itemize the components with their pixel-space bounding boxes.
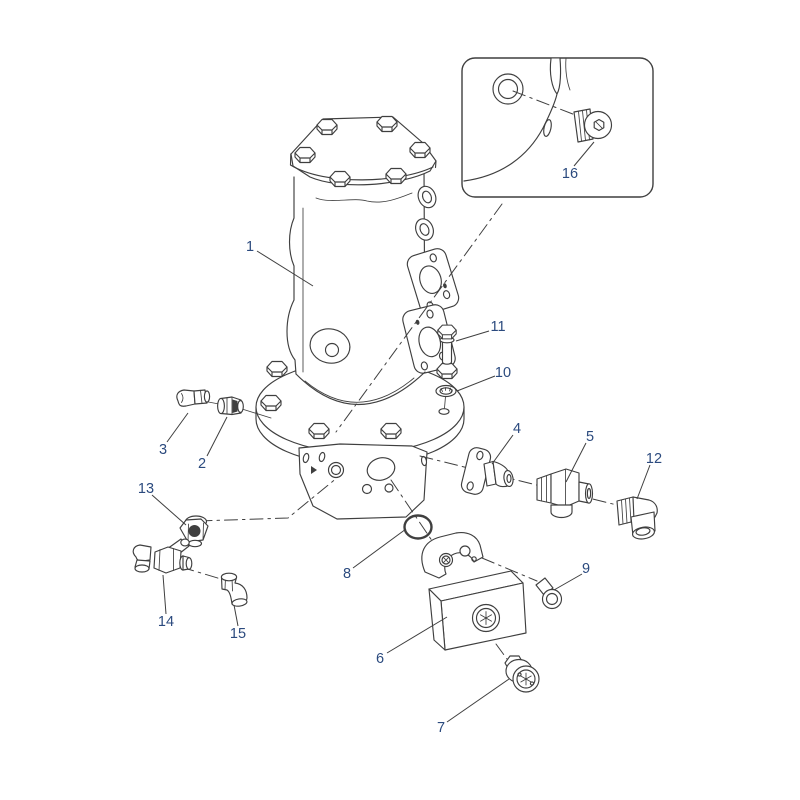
hex-bolt-icon bbox=[260, 394, 282, 412]
part-16-socket-plug bbox=[573, 108, 613, 143]
callout-leader-2 bbox=[206, 416, 228, 457]
part-13-hex-plug bbox=[179, 515, 209, 548]
callout-leader-6 bbox=[386, 616, 448, 654]
part-2-flange-link-line bbox=[241, 408, 272, 419]
body-cylinder bbox=[286, 167, 426, 375]
hex-bolt-icon bbox=[385, 167, 407, 185]
part-13-axis-line bbox=[198, 476, 339, 522]
hex-bolt-icon bbox=[436, 362, 458, 380]
hex-bolt-icon bbox=[316, 118, 338, 136]
callout-label-10: 10 bbox=[495, 365, 511, 381]
callout-leader-15 bbox=[233, 604, 239, 627]
part-14-tee-fitting bbox=[132, 538, 193, 574]
part-9-axis-line bbox=[481, 557, 538, 582]
hex-bolt-icon bbox=[329, 170, 351, 188]
cylinder-base-arc bbox=[295, 371, 426, 405]
inset-port-hole bbox=[492, 73, 524, 105]
inset-detail-box bbox=[461, 57, 654, 198]
inset-axis-line bbox=[512, 90, 579, 117]
callout-leader-12 bbox=[636, 464, 651, 500]
callout-leader-3 bbox=[166, 412, 189, 443]
callout-label-3: 3 bbox=[159, 442, 167, 458]
casting-edge-curve bbox=[463, 93, 558, 182]
cylinder-base-arc-inner bbox=[304, 377, 415, 403]
main-port-hole bbox=[366, 457, 396, 481]
callout-leader-10 bbox=[456, 375, 496, 392]
part-4-flange-adapter bbox=[460, 447, 514, 495]
index-mark bbox=[311, 466, 317, 474]
callout-label-1: 1 bbox=[246, 239, 254, 255]
callout-label-6: 6 bbox=[376, 651, 384, 667]
front-boss bbox=[309, 328, 351, 364]
hex-bolt-icon bbox=[437, 324, 457, 340]
hex-bolt-icon bbox=[409, 141, 431, 159]
casting-slot bbox=[549, 57, 562, 95]
part-8-o-ring bbox=[403, 514, 433, 540]
part-12-elbow-fitting bbox=[616, 496, 658, 540]
callout-label-11: 11 bbox=[490, 319, 505, 335]
callout-leader-13 bbox=[151, 494, 187, 526]
part-2-connector-fitting bbox=[217, 396, 244, 416]
callout-label-4: 4 bbox=[513, 421, 521, 437]
part-4-5-12-axis-line bbox=[419, 455, 638, 511]
part-15-elbow-fitting bbox=[220, 572, 248, 607]
part-6-axis-line bbox=[390, 479, 442, 555]
callout-label-5: 5 bbox=[586, 429, 594, 445]
callout-leader-14 bbox=[162, 574, 167, 615]
part-9-socket-head-screw bbox=[535, 577, 563, 610]
callout-leader-4 bbox=[491, 434, 514, 465]
part-5-union-fitting bbox=[536, 468, 594, 519]
callout-leader-1 bbox=[256, 250, 314, 287]
top-cap bbox=[289, 115, 437, 188]
inset-reference-line bbox=[335, 203, 503, 433]
hex-bolt-icon bbox=[266, 360, 288, 378]
hex-bolt-icon bbox=[294, 146, 316, 164]
lower-port-block bbox=[298, 443, 428, 520]
callout-label-15: 15 bbox=[230, 626, 246, 642]
callout-label-9: 9 bbox=[582, 561, 590, 577]
callout-leader-11 bbox=[455, 330, 490, 342]
callout-label-13: 13 bbox=[138, 481, 154, 497]
callout-label-8: 8 bbox=[343, 566, 351, 582]
part-6-valve-block bbox=[421, 531, 527, 651]
part-10-seal-washer bbox=[435, 384, 457, 415]
callout-label-14: 14 bbox=[158, 614, 174, 630]
main-assembly bbox=[255, 115, 465, 520]
hex-bolt-icon bbox=[380, 422, 402, 440]
callout-leader-9 bbox=[553, 573, 583, 591]
callout-leader-5 bbox=[565, 442, 587, 483]
callout-leader-8 bbox=[352, 528, 407, 569]
side-seal-rings bbox=[415, 185, 437, 241]
hex-bolt-icon bbox=[376, 115, 398, 133]
part-3-elbow-fitting bbox=[176, 389, 211, 407]
flange-top-face bbox=[255, 360, 465, 454]
hex-bolt-icon bbox=[308, 422, 330, 440]
part-7-socket-plug bbox=[504, 655, 540, 693]
callout-label-7: 7 bbox=[437, 720, 445, 736]
callout-label-12: 12 bbox=[646, 451, 662, 467]
callout-leader-7 bbox=[446, 678, 510, 723]
callout-label-16: 16 bbox=[562, 166, 578, 182]
callout-label-2: 2 bbox=[198, 456, 206, 472]
part-11-hex-bolt bbox=[437, 324, 457, 365]
part-7-axis-line bbox=[495, 643, 508, 660]
callout-leader-16 bbox=[573, 141, 595, 167]
